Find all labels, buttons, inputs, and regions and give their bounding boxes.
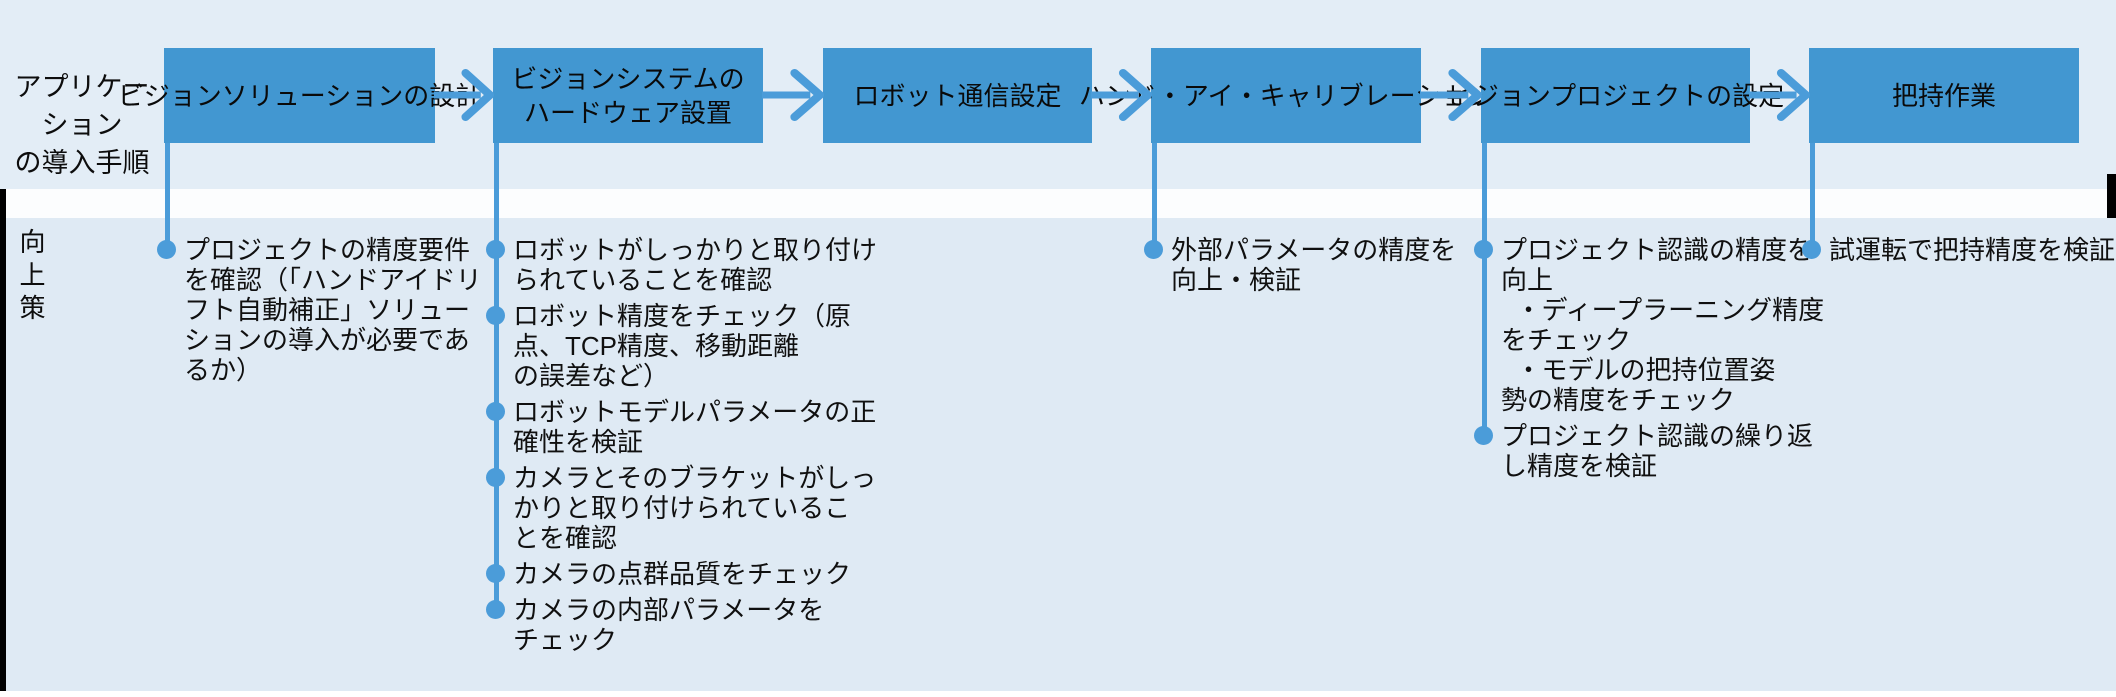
- list-item: プロジェクト認識の繰り返 し精度を検証: [1474, 421, 1824, 481]
- step-box-vision-project-setup: ビジョンプロジェクトの設定: [1447, 48, 1784, 143]
- bullet-dot-icon: [1474, 240, 1493, 259]
- bullet-dot-icon: [486, 468, 505, 487]
- list-item: 試運転で把持精度を検証: [1802, 235, 2115, 265]
- list-item: カメラの点群品質をチェック: [486, 559, 877, 589]
- bullet-text: カメラの点群品質をチェック: [513, 559, 852, 589]
- row-divider-band: [0, 189, 2116, 218]
- right-edge-bar: [2107, 174, 2116, 218]
- bullet-dot-icon: [486, 306, 505, 325]
- list-item: ロボット精度をチェック（原 点、TCP精度、移動距離 の誤差など）: [486, 301, 877, 391]
- step-box-vision-solution-design: ビジョンソリューションの設計: [118, 48, 481, 143]
- bullet-dot-icon: [1802, 240, 1821, 259]
- connector-line-step4: [1152, 143, 1157, 254]
- right-arrow-icon: [1420, 65, 1482, 125]
- step-label: ビジョンプロジェクトの設定: [1446, 80, 1785, 111]
- step-box-robot-communication: ロボット通信設定: [823, 48, 1092, 143]
- bullet-text: ロボット精度をチェック（原 点、TCP精度、移動距離 の誤差など）: [513, 301, 852, 391]
- bullet-dot-icon: [486, 564, 505, 583]
- step-label: ロボット通信設定: [853, 80, 1062, 111]
- right-arrow-icon: [762, 65, 824, 125]
- bullet-dot-icon: [1144, 240, 1163, 259]
- bullet-text: カメラの内部パラメータを チェック: [513, 595, 825, 655]
- connector-line-step1: [165, 143, 170, 250]
- improvement-list-step6: 試運転で把持精度を検証: [1802, 235, 2115, 271]
- bottom-section-background: [0, 218, 2116, 691]
- bullet-dot-icon: [486, 240, 505, 259]
- list-item: プロジェクトの精度要件 を確認（「ハンドアイドリ フト自動補正」ソリュー ション…: [157, 235, 482, 385]
- improvement-list-step5: プロジェクト認識の精度を 向上 ・ディープラーニング精度 をチェック ・モデルの…: [1474, 235, 1824, 487]
- connector-line-step2: [494, 143, 499, 608]
- step-box-hand-eye-calibration: ハンド・アイ・キャリブレーション: [1079, 48, 1493, 143]
- step-label: ビジョンシステムの ハードウェア設置: [511, 63, 745, 128]
- step-label: ビジョンソリューションの設計: [117, 80, 482, 111]
- row-header-procedure: アプリケーション の導入手順: [14, 72, 150, 178]
- left-edge-bar: [0, 189, 6, 691]
- step-label: 把持作業: [1891, 80, 1996, 111]
- bullet-text: 外部パラメータの精度を 向上・検証: [1171, 235, 1457, 295]
- list-item: プロジェクト認識の精度を 向上 ・ディープラーニング精度 をチェック ・モデルの…: [1474, 235, 1824, 415]
- list-item: ロボットモデルパラメータの正 確性を検証: [486, 397, 877, 457]
- right-arrow-icon: [434, 65, 494, 125]
- bullet-text: プロジェクト認識の繰り返 し精度を検証: [1501, 421, 1814, 481]
- bullet-text: ロボットモデルパラメータの正 確性を検証: [513, 397, 877, 457]
- row-header-improvement: 向上策: [16, 228, 46, 327]
- bullet-dot-icon: [486, 402, 505, 421]
- bullet-text: 試運転で把持精度を検証: [1829, 235, 2116, 265]
- bullet-dot-icon: [486, 600, 505, 619]
- right-arrow-icon: [1749, 65, 1810, 125]
- bullet-text: カメラとそのブラケットがしっ かりと取り付けられているこ とを確認: [513, 463, 877, 553]
- list-item: ロボットがしっかりと取り付け られていることを確認: [486, 235, 877, 295]
- bullet-text: ロボットがしっかりと取り付け られていることを確認: [513, 235, 878, 295]
- step-box-hardware-setup: ビジョンシステムの ハードウェア設置: [493, 48, 763, 143]
- bullet-dot-icon: [1474, 426, 1493, 445]
- bottom-white-strip: [0, 691, 2116, 697]
- bullet-dot-icon: [157, 240, 176, 259]
- bullet-text: プロジェクトの精度要件 を確認（「ハンドアイドリ フト自動補正」ソリュー ション…: [184, 235, 482, 385]
- improvement-list-step1: プロジェクトの精度要件 を確認（「ハンドアイドリ フト自動補正」ソリュー ション…: [157, 235, 482, 391]
- list-item: 外部パラメータの精度を 向上・検証: [1144, 235, 1456, 295]
- list-item: カメラとそのブラケットがしっ かりと取り付けられているこ とを確認: [486, 463, 877, 553]
- bullet-text: プロジェクト認識の精度を 向上 ・ディープラーニング精度 をチェック ・モデルの…: [1501, 235, 1825, 415]
- right-arrow-icon: [1091, 65, 1152, 125]
- connector-line-step5: [1482, 143, 1487, 443]
- list-item: カメラの内部パラメータを チェック: [486, 595, 877, 655]
- improvement-list-step4: 外部パラメータの精度を 向上・検証: [1144, 235, 1456, 301]
- improvement-list-step2: ロボットがしっかりと取り付け られていることを確認 ロボット精度をチェック（原 …: [486, 235, 877, 661]
- step-box-grasping-work: 把持作業: [1809, 48, 2079, 143]
- connector-line-step6: [1810, 143, 1815, 250]
